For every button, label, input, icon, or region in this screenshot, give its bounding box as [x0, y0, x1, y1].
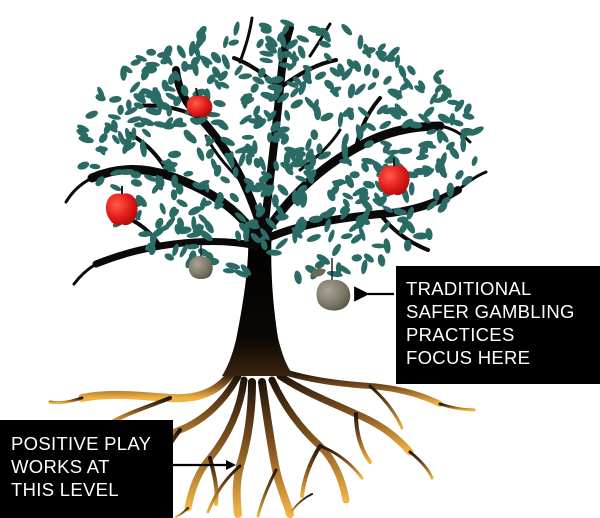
leaf [283, 109, 291, 121]
leaf [289, 97, 304, 110]
red-apple-icon [106, 186, 138, 225]
leaf [195, 146, 206, 162]
leaf [330, 242, 342, 257]
leaf [158, 202, 167, 215]
leaf [238, 73, 252, 80]
callout-traditional-practices: TRADITIONAL SAFER GAMBLING PRACTICES FOC… [396, 266, 600, 384]
leaf [409, 182, 415, 195]
leaf [146, 48, 156, 56]
callout-line: SAFER GAMBLING [406, 300, 600, 323]
leaf [76, 160, 90, 171]
leaf [259, 57, 273, 65]
leaf [394, 209, 407, 215]
callout-line: THIS LEVEL [11, 478, 173, 501]
callout-line: POSITIVE PLAY [11, 432, 173, 455]
leaf [168, 150, 182, 159]
leaf [175, 44, 188, 60]
leaf [188, 40, 196, 56]
leaf [375, 50, 387, 58]
foliage [75, 18, 485, 285]
leaf [340, 232, 353, 240]
callout-line: FOCUS HERE [406, 346, 600, 369]
leaf [398, 147, 413, 155]
leaf [360, 259, 368, 275]
leaf [175, 198, 189, 209]
leaf [405, 64, 417, 77]
leaf [372, 68, 379, 78]
leaf [382, 74, 394, 86]
leaf [220, 53, 232, 70]
callout-line: WORKS AT [11, 455, 173, 478]
leaf [366, 81, 377, 92]
callout-positive-play: POSITIVE PLAY WORKS AT THIS LEVEL [0, 420, 173, 518]
leaf [351, 254, 362, 262]
leaf [141, 127, 153, 138]
leaf [130, 178, 143, 188]
leaf [213, 99, 227, 108]
leaf [276, 182, 291, 197]
leaf [340, 22, 354, 37]
leaf [363, 63, 372, 76]
leaf [296, 34, 311, 44]
leaf [228, 38, 240, 46]
leaf [219, 175, 231, 185]
leaf [310, 129, 319, 141]
leaf [84, 109, 99, 120]
leaf [109, 95, 122, 103]
red-apple-icon [378, 158, 409, 195]
leaf [314, 70, 328, 82]
leaf [232, 21, 241, 36]
leaf [383, 238, 392, 254]
leaf [293, 270, 303, 285]
leaf [222, 35, 230, 48]
leaf [255, 37, 265, 49]
leaf [109, 183, 122, 193]
leaf [347, 83, 356, 99]
arrow-head [226, 460, 236, 470]
leaf [242, 135, 255, 140]
leaf [462, 112, 475, 121]
leaf [183, 170, 194, 177]
leaf [252, 104, 262, 117]
callout-line: PRACTICES [406, 323, 600, 346]
leaf [345, 106, 355, 121]
leaf [95, 93, 107, 103]
leaf [357, 35, 364, 50]
leaf [306, 233, 322, 244]
leaf [89, 163, 101, 170]
leaf [117, 105, 124, 116]
leaf [471, 155, 479, 166]
leaf [181, 61, 189, 72]
leaf [319, 111, 335, 123]
leaf [377, 254, 386, 268]
leaf [168, 206, 179, 219]
callout-line: TRADITIONAL [406, 277, 600, 300]
leaf [228, 191, 241, 204]
leaf [327, 229, 336, 243]
